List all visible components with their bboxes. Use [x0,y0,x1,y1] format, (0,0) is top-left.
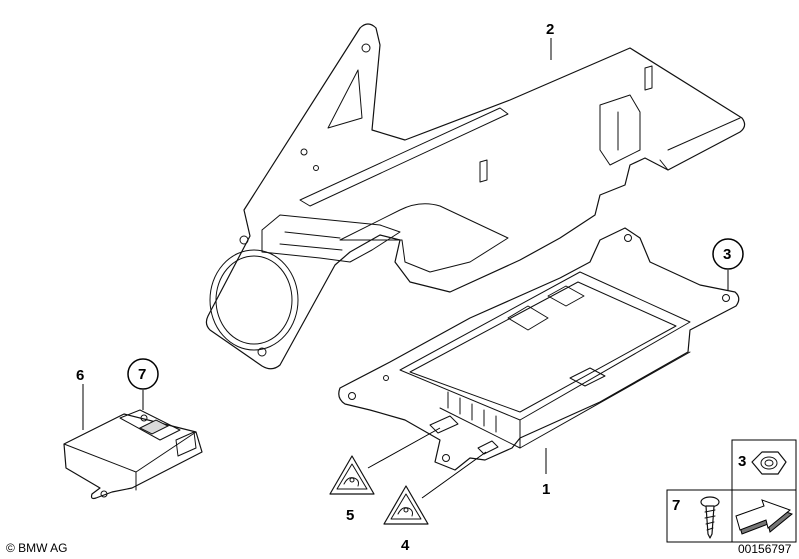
part-1-module[interactable] [338,227,740,471]
legend-nut-label: 3 [738,453,746,470]
legend-arrow-box [731,489,797,543]
callout-part-3-circled: 3 [712,238,744,270]
diagram-number: 00156797 [738,542,792,556]
part-2-bracket[interactable] [205,23,746,370]
legend-screw-box[interactable]: 7 [666,489,733,543]
part-5-warning-label[interactable] [329,455,375,495]
hex-nut-icon [751,451,787,475]
callout-part-4: 4 [401,537,410,554]
callout-part-7-circled: 7 [127,358,159,390]
legend-screw-label: 7 [672,497,680,514]
callout-part-6: 6 [76,367,84,384]
arrow-icon [735,499,794,535]
part-4-warning-label[interactable] [383,485,429,525]
callout-part-2: 2 [546,21,554,38]
part-6-module[interactable] [63,409,203,500]
callout-part-1: 1 [542,481,550,498]
legend-nut-box[interactable]: 3 [731,439,797,491]
leader-lines [82,38,729,499]
screw-icon [700,496,720,539]
copyright-text: © BMW AG [6,541,68,555]
callout-part-5: 5 [346,507,354,524]
callout-part-3-label: 3 [723,246,731,263]
callout-part-7-label: 7 [138,366,146,383]
